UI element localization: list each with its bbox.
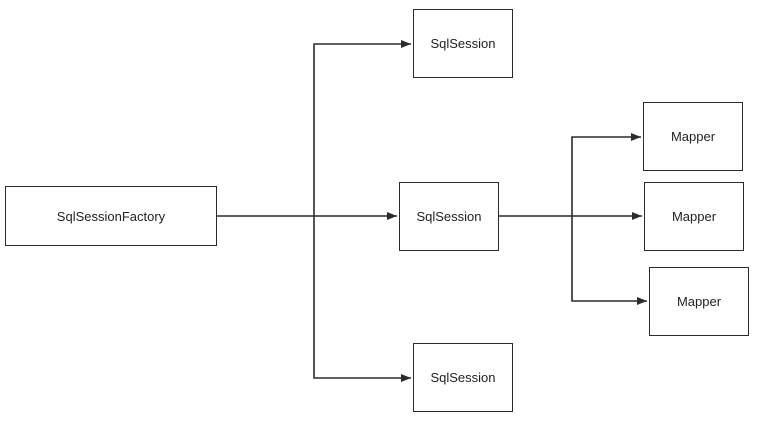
connector-session-to-mapper-bottom <box>571 216 647 305</box>
connector-factory-to-session-bottom <box>313 216 411 382</box>
node-label: Mapper <box>670 129 716 144</box>
sqlsession-box-middle: SqlSession <box>399 182 499 251</box>
sqlsession-box-top: SqlSession <box>413 9 513 78</box>
mapper-box-bottom: Mapper <box>649 267 749 336</box>
mapper-box-middle: Mapper <box>644 182 744 251</box>
node-label: SqlSession <box>416 209 482 224</box>
sqlsession-box-bottom: SqlSession <box>413 343 513 412</box>
node-label: SqlSessionFactory <box>56 208 166 224</box>
sqlsessionfactory-box: SqlSessionFactory <box>5 186 217 246</box>
connector-factory-to-session-top <box>313 40 411 216</box>
connector-session-to-mapper-top <box>571 133 641 216</box>
node-label: Mapper <box>676 294 722 309</box>
node-label: Mapper <box>671 209 717 224</box>
node-label: SqlSession <box>430 36 496 51</box>
node-label: SqlSession <box>430 370 496 385</box>
mapper-box-top: Mapper <box>643 102 743 171</box>
